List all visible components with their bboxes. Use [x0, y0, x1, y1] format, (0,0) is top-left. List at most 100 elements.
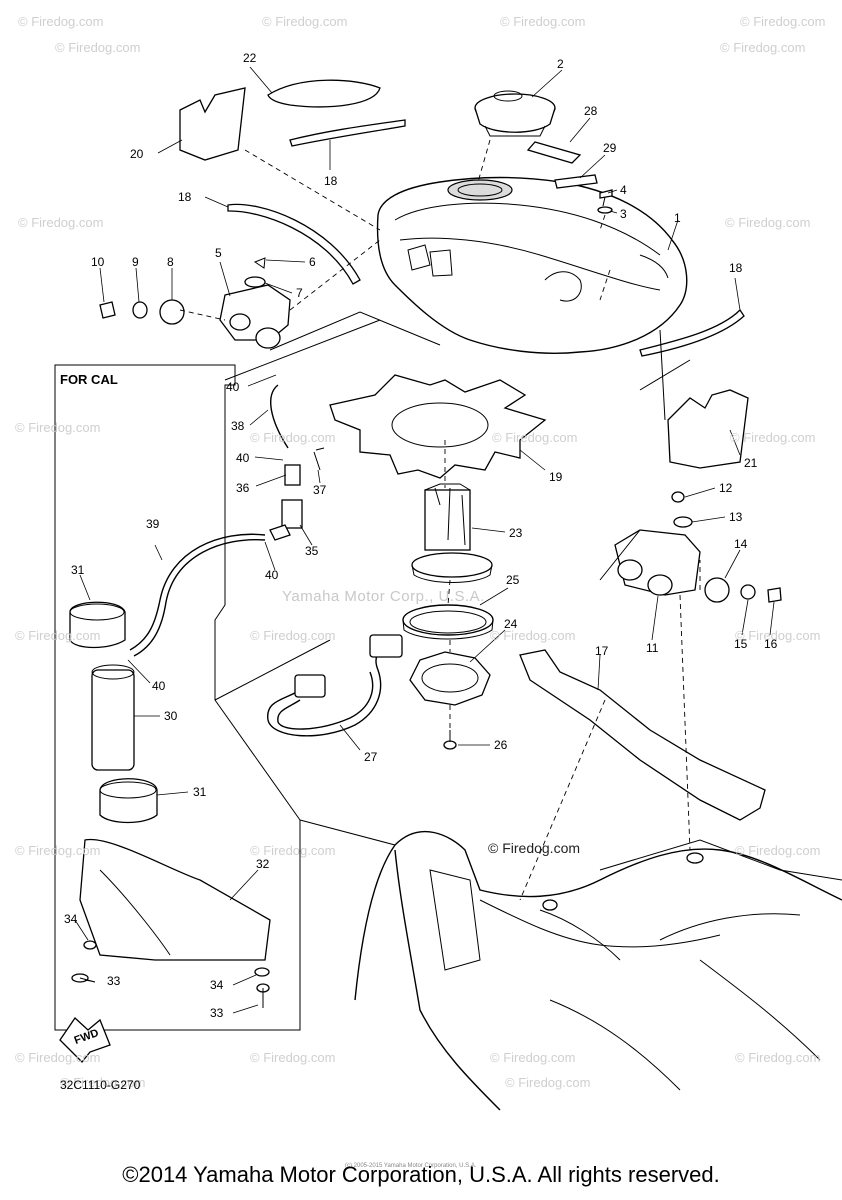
callout-30: 30	[164, 709, 178, 723]
watermark: © Firedog.com	[60, 1075, 146, 1090]
callout-40-b: 40	[236, 451, 250, 465]
callout-33-left: 33	[107, 974, 121, 988]
callout-39: 39	[146, 517, 160, 531]
callout-20: 20	[130, 147, 144, 161]
hose-39	[129, 533, 266, 651]
outline-lines	[214, 311, 691, 846]
canister-30	[91, 664, 135, 771]
callout-31-bottom: 31	[193, 785, 207, 799]
watermark: © Firedog.com	[15, 628, 101, 643]
callout-25: 25	[506, 573, 520, 587]
callout-32: 32	[256, 857, 270, 871]
hose-38	[270, 384, 289, 449]
watermark: © Firedog.com	[250, 1050, 336, 1065]
watermark: © Firedog.com	[15, 1050, 101, 1065]
strip-18-right	[639, 308, 745, 357]
callout-29: 29	[603, 141, 617, 155]
callout-15: 15	[734, 637, 748, 651]
callout-28: 28	[584, 104, 598, 118]
watermark: © Firedog.com	[18, 14, 104, 29]
callout-35: 35	[305, 544, 319, 558]
watermark: © Firedog.com	[55, 40, 141, 55]
watermark: © Firedog.com	[735, 628, 821, 643]
callout-18-top: 18	[324, 174, 338, 188]
panel-21	[667, 389, 749, 469]
callout-12: 12	[719, 481, 733, 495]
for-cal-box	[54, 364, 301, 1031]
bolt-26	[443, 730, 457, 750]
callout-38: 38	[231, 419, 245, 433]
plate-24	[409, 651, 491, 706]
callout-9: 9	[132, 255, 139, 269]
callout-37: 37	[313, 483, 327, 497]
callout-21: 21	[744, 456, 758, 470]
watermark: © Firedog.com	[735, 1050, 821, 1065]
panel-20	[179, 87, 246, 161]
watermark: © Firedog.com	[18, 215, 104, 230]
right-bracket-assembly	[614, 491, 782, 603]
callout-11: 11	[646, 641, 659, 655]
callout-4: 4	[620, 183, 627, 197]
callout-40-d: 40	[152, 679, 166, 693]
left-bracket-assembly	[99, 257, 291, 349]
watermark: © Firedog.com	[490, 1050, 576, 1065]
watermark: © Firedog.com	[490, 628, 576, 643]
callout-3: 3	[620, 207, 627, 221]
watermark: © Firedog.com	[250, 430, 336, 445]
callout-1: 1	[674, 211, 681, 225]
callout-27: 27	[364, 750, 378, 764]
strip-18-top	[289, 119, 406, 147]
callout-31-top: 31	[71, 563, 85, 577]
center-watermark: Yamaha Motor Corp., U.S.A.	[282, 588, 485, 605]
watermark: © Firedog.com	[15, 420, 101, 435]
hose-39-inner	[133, 538, 266, 657]
pads	[526, 141, 598, 189]
panel-22	[267, 79, 381, 108]
callout-16: 16	[764, 637, 778, 651]
callout-18-right: 18	[729, 261, 743, 275]
watermark: © Firedog.com	[500, 14, 586, 29]
bracket-31-top	[69, 601, 126, 649]
callout-6: 6	[309, 255, 316, 269]
assembly-lines	[179, 139, 701, 901]
tiny-copyright: (c) 2005-2015 Yamaha Motor Corporation, …	[345, 1163, 477, 1169]
bolts-33-34	[71, 940, 270, 1008]
watermark: © Firedog.com	[725, 215, 811, 230]
watermark: © Firedog.com	[250, 628, 336, 643]
callout-33-right: 33	[210, 1006, 224, 1020]
inline-copyright: © Firedog.com	[488, 840, 581, 856]
watermark: © Firedog.com	[492, 430, 578, 445]
watermark: © Firedog.com	[720, 40, 806, 55]
watermark: © Firedog.com	[250, 843, 336, 858]
callout-14: 14	[734, 537, 748, 551]
hose-27	[267, 634, 403, 737]
diagram-code: 32C1110-G270	[60, 1078, 141, 1092]
callout-26: 26	[494, 738, 508, 752]
callout-34-left: 34	[64, 912, 78, 926]
callout-10: 10	[91, 255, 105, 269]
gasket-19	[329, 374, 547, 479]
leader-lines	[74, 66, 775, 1014]
fuel-tank	[376, 176, 688, 354]
watermark: © Firedog.com	[505, 1075, 591, 1090]
bracket-17	[519, 649, 766, 821]
callout-40-a: 40	[226, 380, 240, 394]
callout-22: 22	[243, 51, 257, 65]
watermark: © Firedog.com	[740, 14, 826, 29]
callout-40-c: 40	[265, 568, 279, 582]
fwd-arrow	[59, 1017, 111, 1063]
watermark: © Firedog.com	[730, 430, 816, 445]
callout-23: 23	[509, 526, 523, 540]
screw-4-washer-3	[597, 189, 613, 214]
section-label: FOR CAL	[60, 372, 118, 387]
watermark: © Firedog.com	[262, 14, 348, 29]
callout-13: 13	[729, 510, 743, 524]
footer-copyright: ©2014 Yamaha Motor Corporation, U.S.A. A…	[122, 1162, 720, 1187]
tank-cap	[474, 90, 556, 137]
ring-25	[402, 604, 494, 640]
callout-34-right: 34	[210, 978, 224, 992]
guard-32	[79, 838, 271, 961]
callout-36: 36	[236, 481, 250, 495]
callout-7: 7	[296, 286, 303, 300]
